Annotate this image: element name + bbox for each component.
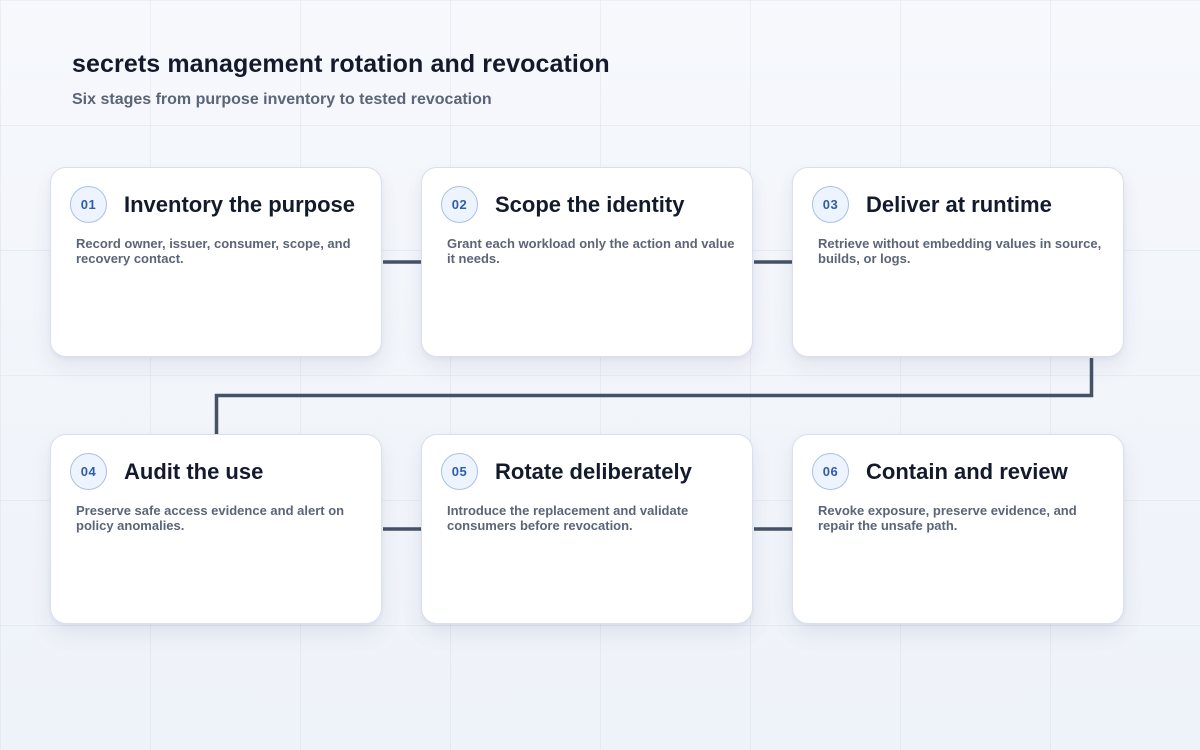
- stage-number-badge: 02: [441, 186, 478, 223]
- page-subtitle: Six stages from purpose inventory to tes…: [72, 91, 492, 108]
- stage-card-deliver: 03 Deliver at runtime Retrieve without e…: [792, 167, 1124, 357]
- stage-number-badge: 01: [70, 186, 107, 223]
- stage-card-contain: 06 Contain and review Revoke exposure, p…: [792, 434, 1124, 624]
- stage-title: Contain and review: [866, 459, 1068, 484]
- stage-card-inventory: 01 Inventory the purpose Record owner, i…: [50, 167, 382, 357]
- stage-number-badge: 04: [70, 453, 107, 490]
- stage-title: Audit the use: [124, 459, 264, 484]
- connector-03-04: [214, 358, 1094, 434]
- stage-description: Preserve safe access evidence and alert …: [76, 503, 345, 533]
- stage-description: Introduce the replacement and validate c…: [447, 503, 689, 533]
- stage-number-badge: 06: [812, 453, 849, 490]
- stage-card-scope: 02 Scope the identity Grant each workloa…: [421, 167, 753, 357]
- stage-description: Record owner, issuer, consumer, scope, a…: [76, 236, 351, 266]
- stage-description: Retrieve without embedding values in sou…: [818, 236, 1102, 266]
- page-header: secrets management rotation and revocati…: [72, 50, 610, 109]
- stage-number-badge: 05: [441, 453, 478, 490]
- stage-title: Scope the identity: [495, 192, 685, 217]
- stage-number-badge: 03: [812, 186, 849, 223]
- stage-title: Inventory the purpose: [124, 192, 356, 217]
- page-title: secrets management rotation and revocati…: [72, 50, 610, 78]
- stage-description: Grant each workload only the action and …: [447, 236, 735, 266]
- stage-card-audit: 04 Audit the use Preserve safe access ev…: [50, 434, 382, 624]
- stage-title: Deliver at runtime: [866, 192, 1052, 217]
- stage-title: Rotate deliberately: [495, 459, 692, 484]
- stage-card-rotate: 05 Rotate deliberately Introduce the rep…: [421, 434, 753, 624]
- stage-description: Revoke exposure, preserve evidence, and …: [818, 503, 1077, 533]
